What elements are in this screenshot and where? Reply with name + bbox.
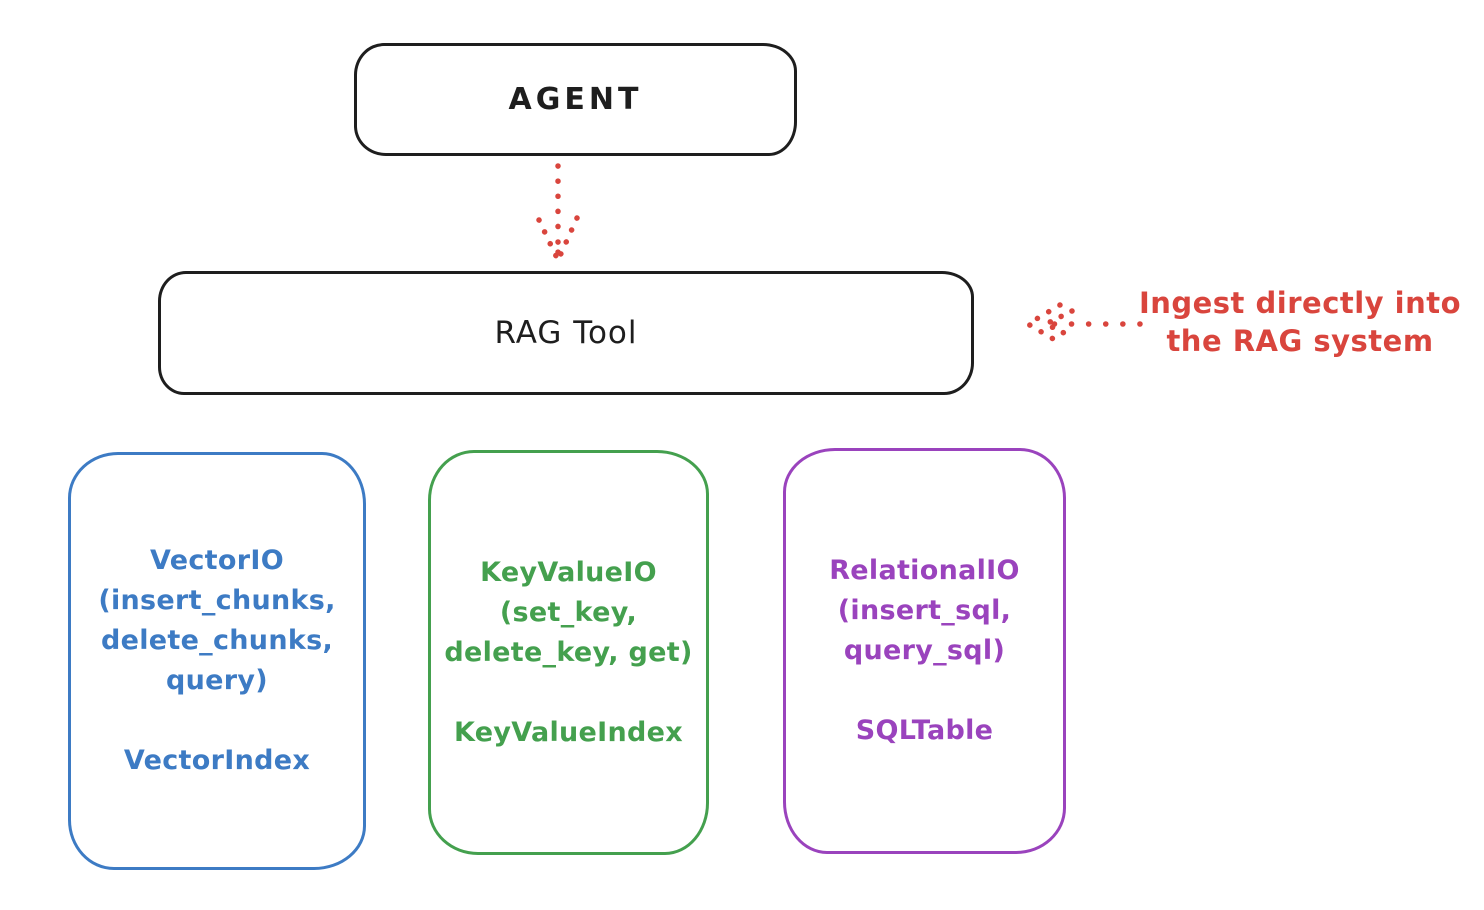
keyvalue-index-label: KeyValueIndex bbox=[453, 716, 683, 748]
vector-io-methods-line: delete_chunks, bbox=[100, 625, 334, 656]
rag-tool-box: RAG Tool bbox=[158, 271, 974, 395]
ingest-annotation-line-2: the RAG system bbox=[1166, 324, 1434, 358]
keyvalue-io-methods-line: (set_key, bbox=[499, 596, 638, 628]
ingest-annotation-line-1: Ingest directly into bbox=[1138, 286, 1462, 320]
keyvalue-io-method-block: KeyValueIO (set_key, delete_key, get) bbox=[444, 553, 692, 673]
keyvalue-io-title: KeyValueIO bbox=[480, 556, 657, 588]
relational-io-title: RelationalIO bbox=[829, 555, 1020, 586]
ingest-annotation: Ingest directly into the RAG system bbox=[1130, 284, 1470, 360]
vector-io-method-block: VectorIO (insert_chunks, delete_chunks, … bbox=[98, 541, 335, 701]
vector-io-methods-line: query) bbox=[166, 665, 268, 696]
sql-table-label: SQLTable bbox=[855, 715, 994, 746]
rag-tool-box-label: RAG Tool bbox=[494, 315, 638, 351]
ingest-arrow-icon bbox=[1022, 302, 1143, 346]
vector-io-title: VectorIO bbox=[150, 545, 284, 576]
relational-io-box: RelationalIO (insert_sql, query_sql) SQL… bbox=[783, 448, 1066, 854]
agent-box-label: AGENT bbox=[508, 82, 643, 117]
relational-io-methods-line: (insert_sql, bbox=[837, 595, 1012, 626]
vector-io-box: VectorIO (insert_chunks, delete_chunks, … bbox=[68, 452, 366, 870]
relational-io-methods-line: query_sql) bbox=[843, 635, 1006, 666]
vector-io-methods-line: (insert_chunks, bbox=[98, 585, 336, 616]
relational-io-method-block: RelationalIO (insert_sql, query_sql) bbox=[829, 551, 1020, 671]
agent-to-rag-arrow-icon bbox=[536, 163, 580, 263]
keyvalue-io-box: KeyValueIO (set_key, delete_key, get) Ke… bbox=[428, 450, 709, 855]
vector-index-label: VectorIndex bbox=[123, 745, 311, 776]
agent-box: AGENT bbox=[354, 43, 797, 156]
keyvalue-io-methods-line: delete_key, get) bbox=[444, 636, 693, 668]
